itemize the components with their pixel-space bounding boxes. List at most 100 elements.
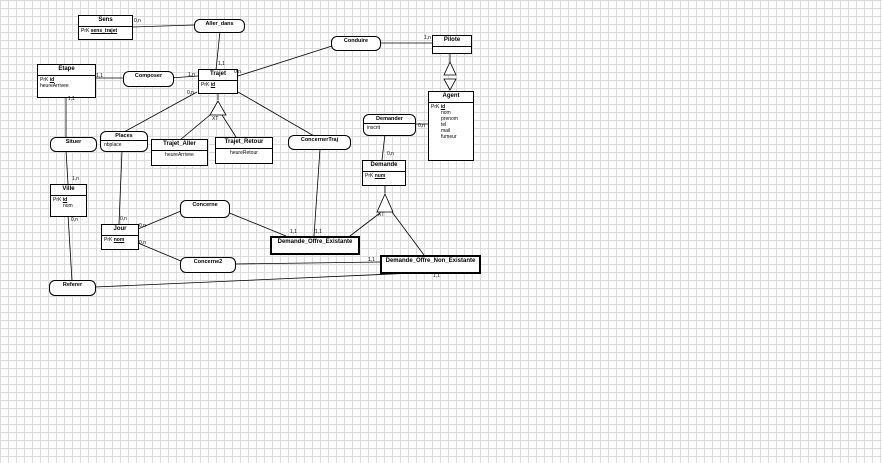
- relation-composer-name: Composer: [134, 73, 163, 79]
- entity-ville-name: Ville: [51, 185, 86, 196]
- entity-ville-attr: nom: [63, 203, 73, 209]
- link-inherit-done: [391, 211, 425, 256]
- relation-concerne[interactable]: Concerne: [180, 200, 230, 218]
- entity-trajet-retour[interactable]: Trajet_Retour heureRetour: [215, 137, 273, 164]
- entity-ville[interactable]: Ville PrK id nom: [50, 184, 87, 217]
- entity-demande-pk: num: [374, 173, 386, 179]
- entity-pilote[interactable]: Pilote: [432, 35, 472, 54]
- relation-situer-name: Situer: [65, 139, 82, 145]
- inherit-triangle-agent-lower: [443, 78, 457, 91]
- inherit-triangle-agent: [443, 61, 457, 76]
- link-places-jour: [118, 150, 123, 225]
- entity-agent-attr: mail: [441, 128, 451, 134]
- relation-referer-name: Referer: [62, 282, 83, 288]
- link-concernertraj-doe: [313, 148, 321, 237]
- entity-sens-pk: sens_trajet: [90, 28, 118, 34]
- link-sens-aller: [131, 24, 195, 28]
- entity-demande-offre-non-existante-name: Demande_Offre_Non_Existante: [385, 258, 476, 264]
- link-concerne2-done: [233, 261, 381, 265]
- entity-agent-attr: nom: [441, 110, 451, 116]
- relation-demander-name: Demander: [364, 115, 415, 124]
- relation-concernertraj-name: ConcernerTraj: [300, 137, 339, 143]
- entity-etape[interactable]: Etape PrK id heureArrivee: [37, 64, 96, 98]
- entity-agent-attr: prenom: [441, 116, 458, 122]
- cardinality-label: 0,n: [387, 151, 394, 157]
- link-composer-trajet: [169, 75, 199, 79]
- entity-agent-pk: id: [440, 104, 446, 110]
- relation-concerne2[interactable]: Concerne2: [180, 257, 236, 273]
- link-situer-ville: [65, 149, 69, 185]
- cardinality-label: 1,n: [424, 35, 431, 41]
- entity-sens[interactable]: Sens PrK sens_trajet: [78, 15, 133, 40]
- entity-demande-offre-existante-name: Demande_Offre_Existante: [277, 239, 353, 245]
- inherit-triangle-demande: [376, 193, 394, 213]
- link-aller-trajet: [215, 30, 221, 71]
- relation-demander-attr: inscrit: [367, 125, 381, 131]
- cardinality-label: 1,1: [368, 257, 375, 263]
- link-trajet-places: [123, 91, 198, 133]
- entity-agent-attr: tel: [441, 122, 447, 128]
- link-jour-concerne2: [137, 242, 182, 262]
- relation-concerne-name: Concerne: [192, 202, 218, 208]
- entity-pilote-name: Pilote: [433, 36, 471, 47]
- entity-ville-pk: id: [62, 197, 68, 203]
- inheritance-label: XT: [212, 116, 219, 122]
- entity-trajet-aller-name: Trajet_Aller: [152, 140, 207, 151]
- entity-jour-pk: nom: [113, 237, 125, 243]
- entity-etape-name: Etape: [38, 65, 95, 76]
- cardinality-label: 1,1: [315, 229, 322, 235]
- relation-conduire-name: Conduire: [343, 38, 369, 44]
- entity-agent[interactable]: Agent PrK id nom prenom tel mail fumeur: [428, 91, 474, 161]
- relation-aller-dans[interactable]: Aller_dans: [194, 19, 245, 33]
- cardinality-label: 1,1: [218, 61, 225, 67]
- inheritance-label: XT: [378, 212, 385, 218]
- relation-aller-dans-name: Aller_dans: [205, 21, 234, 27]
- entity-trajet-name: Trajet: [199, 70, 237, 81]
- cardinality-label: 1,1: [290, 229, 297, 235]
- link-ville-referer: [67, 214, 73, 282]
- link-demander-demande: [381, 133, 386, 161]
- cardinality-label: 0,n: [71, 217, 78, 223]
- cardinality-label: 0,n: [187, 90, 194, 96]
- entity-trajet[interactable]: Trajet PrK id: [198, 69, 238, 94]
- entity-agent-name: Agent: [429, 92, 473, 103]
- entity-jour-name: Jour: [102, 225, 138, 236]
- relation-conduire[interactable]: Conduire: [331, 36, 381, 51]
- entity-jour[interactable]: Jour PrK nom: [101, 224, 139, 250]
- cardinality-label: 0,n: [418, 123, 425, 129]
- entity-trajet-aller[interactable]: Trajet_Aller heureArrivee: [151, 139, 208, 166]
- cardinality-label: 0,n: [120, 216, 127, 222]
- relation-situer[interactable]: Situer: [50, 137, 97, 152]
- cardinality-label: 1,1: [96, 73, 103, 79]
- link-inherit-retour: [221, 114, 237, 138]
- cardinality-label: 1,n: [188, 72, 195, 78]
- relation-places-name: Places: [101, 132, 147, 141]
- relation-composer[interactable]: Composer: [123, 71, 174, 87]
- entity-trajet-pk: id: [210, 82, 216, 88]
- link-inherit-doe: [349, 212, 381, 237]
- cardinality-label: 0,n: [134, 18, 141, 24]
- entity-demande-offre-existante[interactable]: Demande_Offre_Existante: [270, 236, 360, 255]
- relation-places[interactable]: Places nbplace: [100, 131, 148, 152]
- cardinality-label: 0,n: [139, 223, 146, 229]
- entity-demande-name: Demande: [363, 161, 405, 172]
- relation-places-attr: nbplace: [104, 142, 122, 148]
- relation-concernertraj[interactable]: ConcernerTraj: [288, 135, 351, 150]
- cardinality-label: 1,1: [68, 96, 75, 102]
- relation-referer[interactable]: Referer: [49, 280, 96, 296]
- entity-sens-name: Sens: [79, 16, 132, 27]
- entity-agent-attr: fumeur: [441, 134, 457, 140]
- entity-trajet-aller-attr: heureArrivee: [165, 152, 194, 158]
- link-concerne-doe: [226, 211, 287, 237]
- link-jour-concerne: [137, 210, 182, 230]
- entity-trajet-retour-name: Trajet_Retour: [216, 138, 272, 149]
- entity-etape-attr: heureArrivee: [40, 83, 69, 89]
- link-trajet-conduire: [237, 45, 333, 77]
- link-trajet-concernertraj: [237, 91, 315, 137]
- entity-demande-offre-non-existante[interactable]: Demande_Offre_Non_Existante: [380, 255, 481, 274]
- entity-demande[interactable]: Demande PrK num: [362, 160, 406, 186]
- relation-concerne2-name: Concerne2: [193, 259, 223, 265]
- relation-demander[interactable]: Demander inscrit: [363, 114, 416, 136]
- entity-trajet-retour-attr: heureRetour: [230, 150, 258, 156]
